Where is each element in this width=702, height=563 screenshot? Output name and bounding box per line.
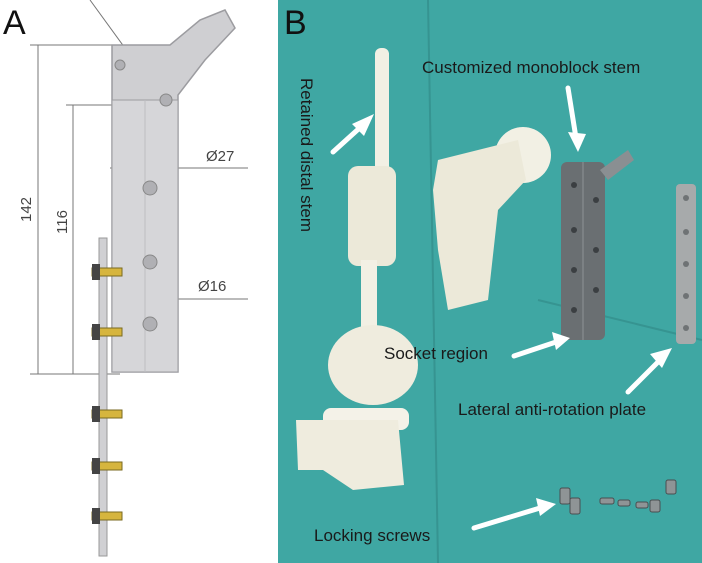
dim-length-outer: 142 [18, 196, 35, 222]
label-retained-distal-stem: Retained distal stem [297, 78, 316, 233]
panel-a-drawing: A 142 116 Ø27 Ø16 [0, 0, 276, 563]
components-photo [278, 0, 702, 563]
label-socket-region: Socket region [384, 344, 488, 363]
dim-length-inner: 116 [54, 210, 71, 234]
label-locking-screws: Locking screws [314, 526, 431, 545]
label-anti-rotation-plate: Lateral anti-rotation plate [458, 400, 647, 419]
panel-letter-b: B [284, 4, 307, 42]
label-customized-stem: Customized monoblock stem [422, 58, 641, 77]
panel-b-photo: B Retained distal stem Customized monobl… [278, 0, 702, 563]
stem-drawing [30, 0, 248, 557]
panel-letter-a: A [3, 4, 26, 42]
dim-diameter-top: Ø27 [206, 148, 235, 165]
dim-diameter-bottom: Ø16 [198, 278, 227, 295]
